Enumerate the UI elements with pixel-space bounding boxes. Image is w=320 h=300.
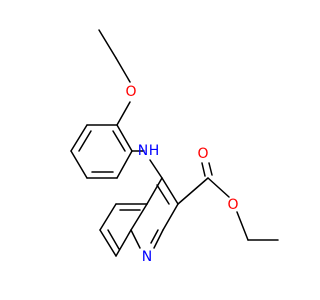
bond-phenyl-inner-1 bbox=[78, 130, 92, 152]
atom-oxygen-ether-label: O bbox=[125, 84, 136, 100]
bond-benzo-inner-2 bbox=[107, 229, 120, 250]
atom-nitrogen-ring: N bbox=[142, 249, 152, 265]
bond-carbonyl-double-1 bbox=[201, 162, 206, 177]
bond-c2-n1 bbox=[153, 229, 164, 249]
bond-phenyl-inner-3 bbox=[112, 130, 126, 152]
atom-oxygen-ester: O bbox=[227, 197, 238, 213]
bond-n1-c8a bbox=[130, 229, 141, 249]
bond-c3-c2 bbox=[162, 203, 179, 231]
bond-benzo-2 bbox=[99, 203, 117, 231]
bond-ethyl-co bbox=[115, 57, 131, 83]
atom-nitrogen-ring-label: N bbox=[142, 249, 152, 265]
atom-oxygen-carbonyl-label: O bbox=[197, 146, 208, 162]
bond-c4-c3 bbox=[161, 177, 179, 205]
atom-nh: N H bbox=[138, 143, 160, 159]
bond-oether-c bbox=[116, 101, 131, 126]
bond-phenyl-6 bbox=[116, 124, 133, 152]
bond-phenyl-3 bbox=[70, 150, 88, 179]
atom-oxygen-ether: O bbox=[125, 84, 136, 100]
bond-oester-ethyl bbox=[236, 211, 249, 241]
atom-nh-hydrogen-label: H bbox=[149, 143, 160, 159]
bond-ethyl-cc bbox=[98, 29, 117, 59]
bond-phenyl-5 bbox=[116, 150, 133, 179]
atom-nh-nitrogen-label: N bbox=[138, 143, 148, 159]
bond-phenyl-2 bbox=[70, 124, 88, 152]
atom-layer: O N H N O O bbox=[125, 84, 238, 265]
bond-benzo-3 bbox=[99, 229, 117, 257]
bond-pyridine-inner-1 bbox=[156, 184, 170, 205]
bond-pyridine-inner-2 bbox=[150, 229, 159, 244]
bond-benzo-4 bbox=[115, 229, 132, 257]
bond-c3-carbonyl bbox=[177, 177, 209, 205]
bond-carbonyl-oester bbox=[207, 177, 230, 198]
molecule-diagram: O N H N O O bbox=[70, 29, 279, 265]
atom-oxygen-ester-label: O bbox=[227, 197, 238, 213]
atom-oxygen-carbonyl: O bbox=[197, 146, 208, 162]
bond-c8a-c4a bbox=[130, 203, 148, 231]
bond-nh-c4 bbox=[149, 159, 163, 179]
bond-c4a-c4 bbox=[146, 177, 163, 205]
bond-carbonyl-double-2 bbox=[208, 162, 213, 176]
bond-layer bbox=[70, 29, 279, 257]
